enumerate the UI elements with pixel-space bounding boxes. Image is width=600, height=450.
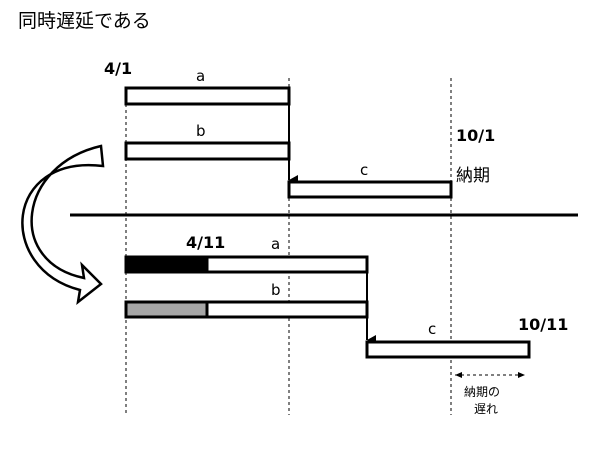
delayed-end-date-label: 10/11: [518, 315, 568, 334]
due-date-label: 10/1: [456, 126, 495, 145]
task-a-label: a: [196, 67, 205, 85]
task-b-label: b: [196, 122, 206, 140]
transition-curved-arrow: [21, 144, 105, 305]
task-a-delay-segment: [124, 255, 209, 274]
task-a-delayed-label: a: [271, 235, 280, 253]
delay-note-line1: 納期の: [464, 385, 500, 399]
due-label: 納期: [456, 166, 490, 186]
task-b-delayed-label: b: [271, 281, 281, 299]
task-c-delayed-label: c: [428, 320, 436, 338]
task-c-delayed-bar: [365, 340, 531, 359]
diagram-title: 同時遅延である: [18, 10, 151, 32]
task-a-bar: [124, 86, 291, 106]
task-b-delay-segment: [124, 300, 209, 319]
task-b-bar: [124, 141, 291, 161]
start-date-label: 4/1: [104, 59, 132, 78]
delayed-start-date-label: 4/11: [186, 233, 225, 252]
task-c-label: c: [360, 161, 368, 179]
delay-note-line2: 遅れ: [474, 402, 498, 416]
task-c-bar: [287, 180, 453, 199]
